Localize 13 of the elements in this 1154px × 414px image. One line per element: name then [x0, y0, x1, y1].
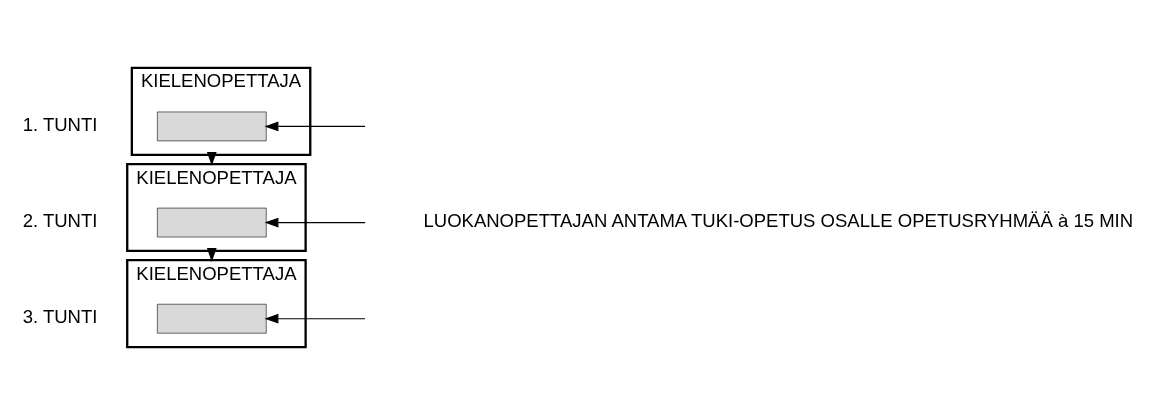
cluster: KIELENOPETTAJA: [126, 162, 307, 252]
cluster: KIELENOPETTAJA: [130, 66, 312, 156]
label: LUOKANOPETTAJAN ANTAMA TUKI-OPETUS OSALLE OPETUSRYHMÄÄ à 15 MIN: [423, 209, 1134, 231]
node-label: 3. TUNTI: [22, 305, 98, 327]
node-box: [157, 111, 267, 141]
arrow: [264, 313, 366, 324]
node-label: 2. TUNTI: [22, 209, 98, 231]
arrow: [264, 121, 366, 131]
cluster: KIELENOPETTAJA: [126, 258, 307, 348]
arrow: [264, 217, 366, 227]
node-box: [157, 207, 267, 237]
node-label: 1. TUNTI: [22, 113, 98, 135]
node-box: [157, 303, 267, 333]
